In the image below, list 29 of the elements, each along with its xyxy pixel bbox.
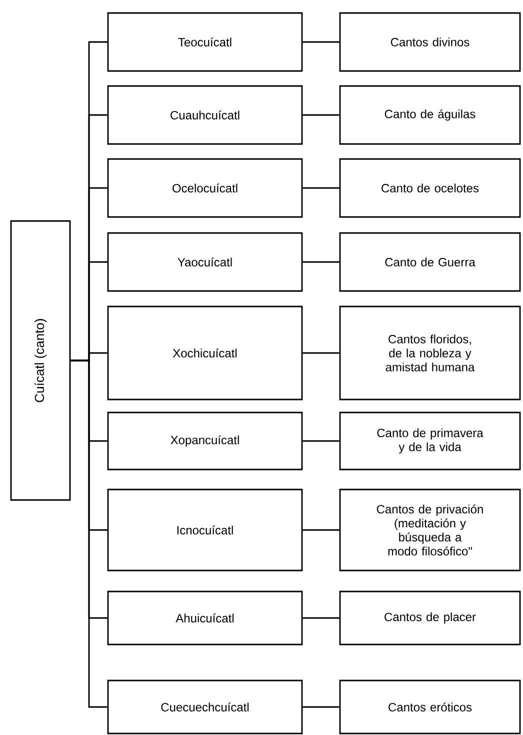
category-box: Xopancuícatl	[107, 412, 303, 470]
description-box: Canto de águilas	[339, 85, 521, 145]
connector-line	[302, 440, 340, 442]
root-box: Cuícatl (canto)	[10, 220, 71, 501]
description-box: Cantos de placer	[339, 590, 521, 646]
category-box: Cuecuechcuícatl	[107, 680, 303, 734]
description-box: Cantos floridos, de la nobleza y amistad humana	[339, 306, 521, 400]
category-box: Xochicuícatl	[107, 306, 303, 400]
connector-line	[302, 352, 340, 354]
description-box: Canto de primavera y de la vida	[339, 412, 521, 470]
connector-line	[302, 617, 340, 619]
category-box: Ocelocuícatl	[107, 158, 303, 218]
connector-line	[302, 261, 340, 263]
connector-line	[302, 529, 340, 531]
description-box: Cantos divinos	[339, 12, 521, 72]
description-box: Cantos de privación (meditación y búsqueda a modo filosófico"	[339, 488, 521, 572]
category-box: Yaocuícatl	[107, 232, 303, 292]
category-box: Icnocuícatl	[107, 488, 303, 572]
category-box: Cuauhcuícatl	[107, 85, 303, 145]
connector-line	[302, 114, 340, 116]
description-box: Canto de Guerra	[339, 232, 521, 292]
connector-line	[302, 41, 340, 43]
description-box: Canto de ocelotes	[339, 158, 521, 218]
category-box: Teocuícatl	[107, 12, 303, 72]
description-box: Cantos eróticos	[339, 680, 521, 734]
connector-line	[302, 706, 340, 708]
category-box: Ahuicuícatl	[107, 590, 303, 646]
tree-connector	[70, 360, 108, 708]
connector-line	[302, 187, 340, 189]
